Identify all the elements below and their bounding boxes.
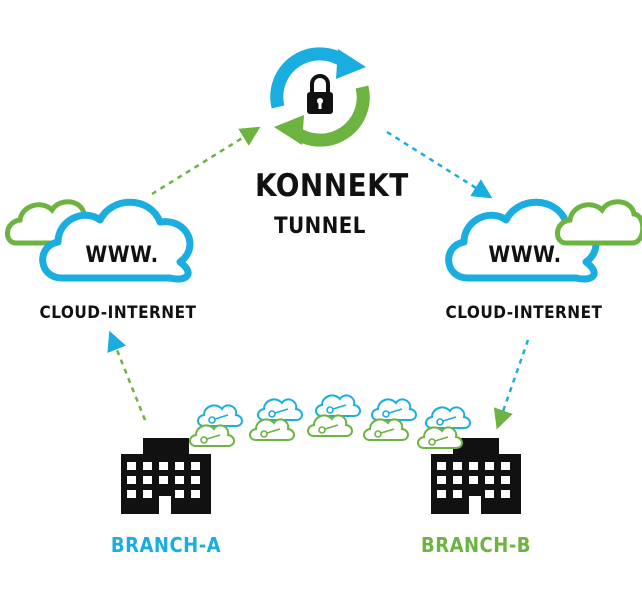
branch-b-label: BRANCH-B — [421, 533, 531, 557]
cloud-key-packet-icon — [315, 394, 361, 417]
cloud-key-packet-icon — [189, 424, 235, 447]
cloud-icon — [445, 198, 642, 283]
cloud-key-packet-icon — [197, 404, 243, 427]
cloud-key-packet-icon — [307, 414, 353, 437]
left-cloud-label: CLOUD-INTERNET — [39, 303, 197, 323]
cloud-icon — [5, 198, 194, 283]
data-packets — [189, 394, 471, 449]
tunnel-subtitle: TUNNEL — [274, 214, 366, 239]
branch-a-label: BRANCH-A — [110, 533, 222, 557]
cloud-key-packet-icon — [363, 418, 409, 441]
office-building-icon — [431, 438, 521, 514]
office-building-icon — [121, 438, 211, 514]
cloud-key-packet-icon — [257, 398, 303, 421]
left-cloud-www: WWW. — [85, 243, 159, 268]
cloud-key-packet-icon — [417, 426, 463, 449]
cloud-key-packet-icon — [371, 398, 417, 421]
right-cloud-www: WWW. — [488, 243, 562, 268]
arrow-cloud-to-branch-b — [493, 339, 530, 430]
cloud-key-packet-icon — [425, 406, 471, 429]
right-cloud-label: CLOUD-INTERNET — [445, 303, 603, 323]
tunnel-title: KONNEKT — [255, 168, 409, 204]
cloud-key-packet-icon — [249, 418, 295, 441]
arrow-left-to-tunnel — [151, 126, 261, 196]
lock-sync-icon — [270, 47, 370, 147]
arrow-branch-a-to-cloud — [107, 330, 147, 421]
